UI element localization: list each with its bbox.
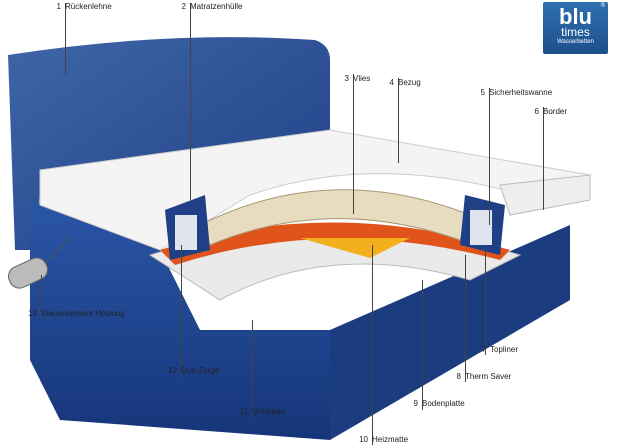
label-text: Therm Saver: [465, 372, 512, 381]
foam-right: [470, 210, 492, 245]
label-number: 13: [28, 309, 37, 318]
label-therm-saver: 8 Therm Saver: [447, 372, 512, 382]
leader-line: [543, 107, 544, 210]
logo-line1: blu: [559, 4, 592, 29]
base-frame-left: [30, 200, 330, 440]
label-topliner: 7 Topliner: [472, 345, 518, 355]
therm-saver: [160, 222, 510, 265]
leader-line: [398, 78, 399, 163]
leader-line: [65, 3, 66, 75]
label-text: Border: [543, 107, 568, 116]
leader-line: [190, 3, 191, 200]
label-text: Heizmatte: [372, 435, 409, 444]
leader-line: [372, 245, 373, 445]
label-number: 2: [181, 2, 186, 11]
label-number: 4: [389, 78, 394, 87]
leader-line: [422, 280, 423, 410]
label-text: Bezug: [398, 78, 421, 87]
logo-line2: times: [561, 25, 590, 39]
label-number: 1: [56, 2, 61, 11]
label-number: 7: [481, 345, 486, 354]
label-number: 3: [344, 74, 349, 83]
label-heizmatte: 10 Heizmatte: [354, 435, 408, 445]
label-unterbau: 11 Unterbau: [234, 407, 285, 417]
leader-line: [485, 250, 486, 355]
label-text: Unterbau: [252, 407, 285, 416]
label-number: 8: [456, 372, 461, 381]
label-bodenplatte: 9 Bodenplatte: [404, 399, 465, 409]
leader-line: [41, 275, 42, 320]
base-frame-right: [330, 225, 570, 440]
leader-line: [252, 320, 253, 418]
registered-mark: ®: [600, 3, 605, 9]
label-number: 5: [480, 88, 485, 97]
label-text: Sicherheitswanne: [489, 88, 553, 97]
label-duo-zarge: 12 Duo-Zarge: [163, 366, 219, 376]
label-number: 6: [534, 107, 539, 116]
label-text: Rückenlehne: [65, 2, 112, 11]
label-text: Vlies: [353, 74, 371, 83]
label-sicherheitswanne: 5 Sicherheitswanne: [471, 88, 553, 98]
label-vlies: 3 Vlies: [335, 74, 371, 84]
label-number: 10: [359, 435, 368, 444]
label-text: Topliner: [490, 345, 519, 354]
label-number: 11: [239, 407, 248, 416]
control-unit: [8, 257, 48, 289]
logo-line3: Wasserbetten: [557, 39, 594, 45]
leader-line: [353, 74, 354, 214]
water-layers: [199, 189, 471, 246]
label-number: 9: [413, 399, 418, 408]
foam-left: [175, 215, 197, 250]
border-side: [499, 174, 591, 216]
control-cable: [44, 234, 71, 263]
leader-line: [181, 245, 182, 377]
label-text: Duo-Zarge: [181, 366, 220, 375]
label-rueckenlehne: 1 Rückenlehne: [47, 2, 112, 12]
label-border: 6 Border: [525, 107, 567, 117]
leader-line: [465, 255, 466, 382]
label-number: 12: [168, 366, 177, 375]
label-text: Bodenplatte: [422, 399, 465, 408]
heating-mat: [300, 238, 410, 258]
label-text: Steuerelement Heizung: [41, 309, 125, 318]
label-text: Matratzenhülle: [190, 2, 243, 11]
label-matratzenhuelle: 2 Matratzenhülle: [172, 2, 243, 12]
blutimes-logo: ® blu times Wasserbetten: [543, 2, 608, 54]
leader-line: [489, 88, 490, 225]
headboard: [8, 37, 330, 251]
floor-gap: [270, 300, 330, 330]
label-bezug: 4 Bezug: [380, 78, 421, 88]
label-steuerelement-heizung: 13 Steuerelement Heizung: [23, 309, 125, 319]
